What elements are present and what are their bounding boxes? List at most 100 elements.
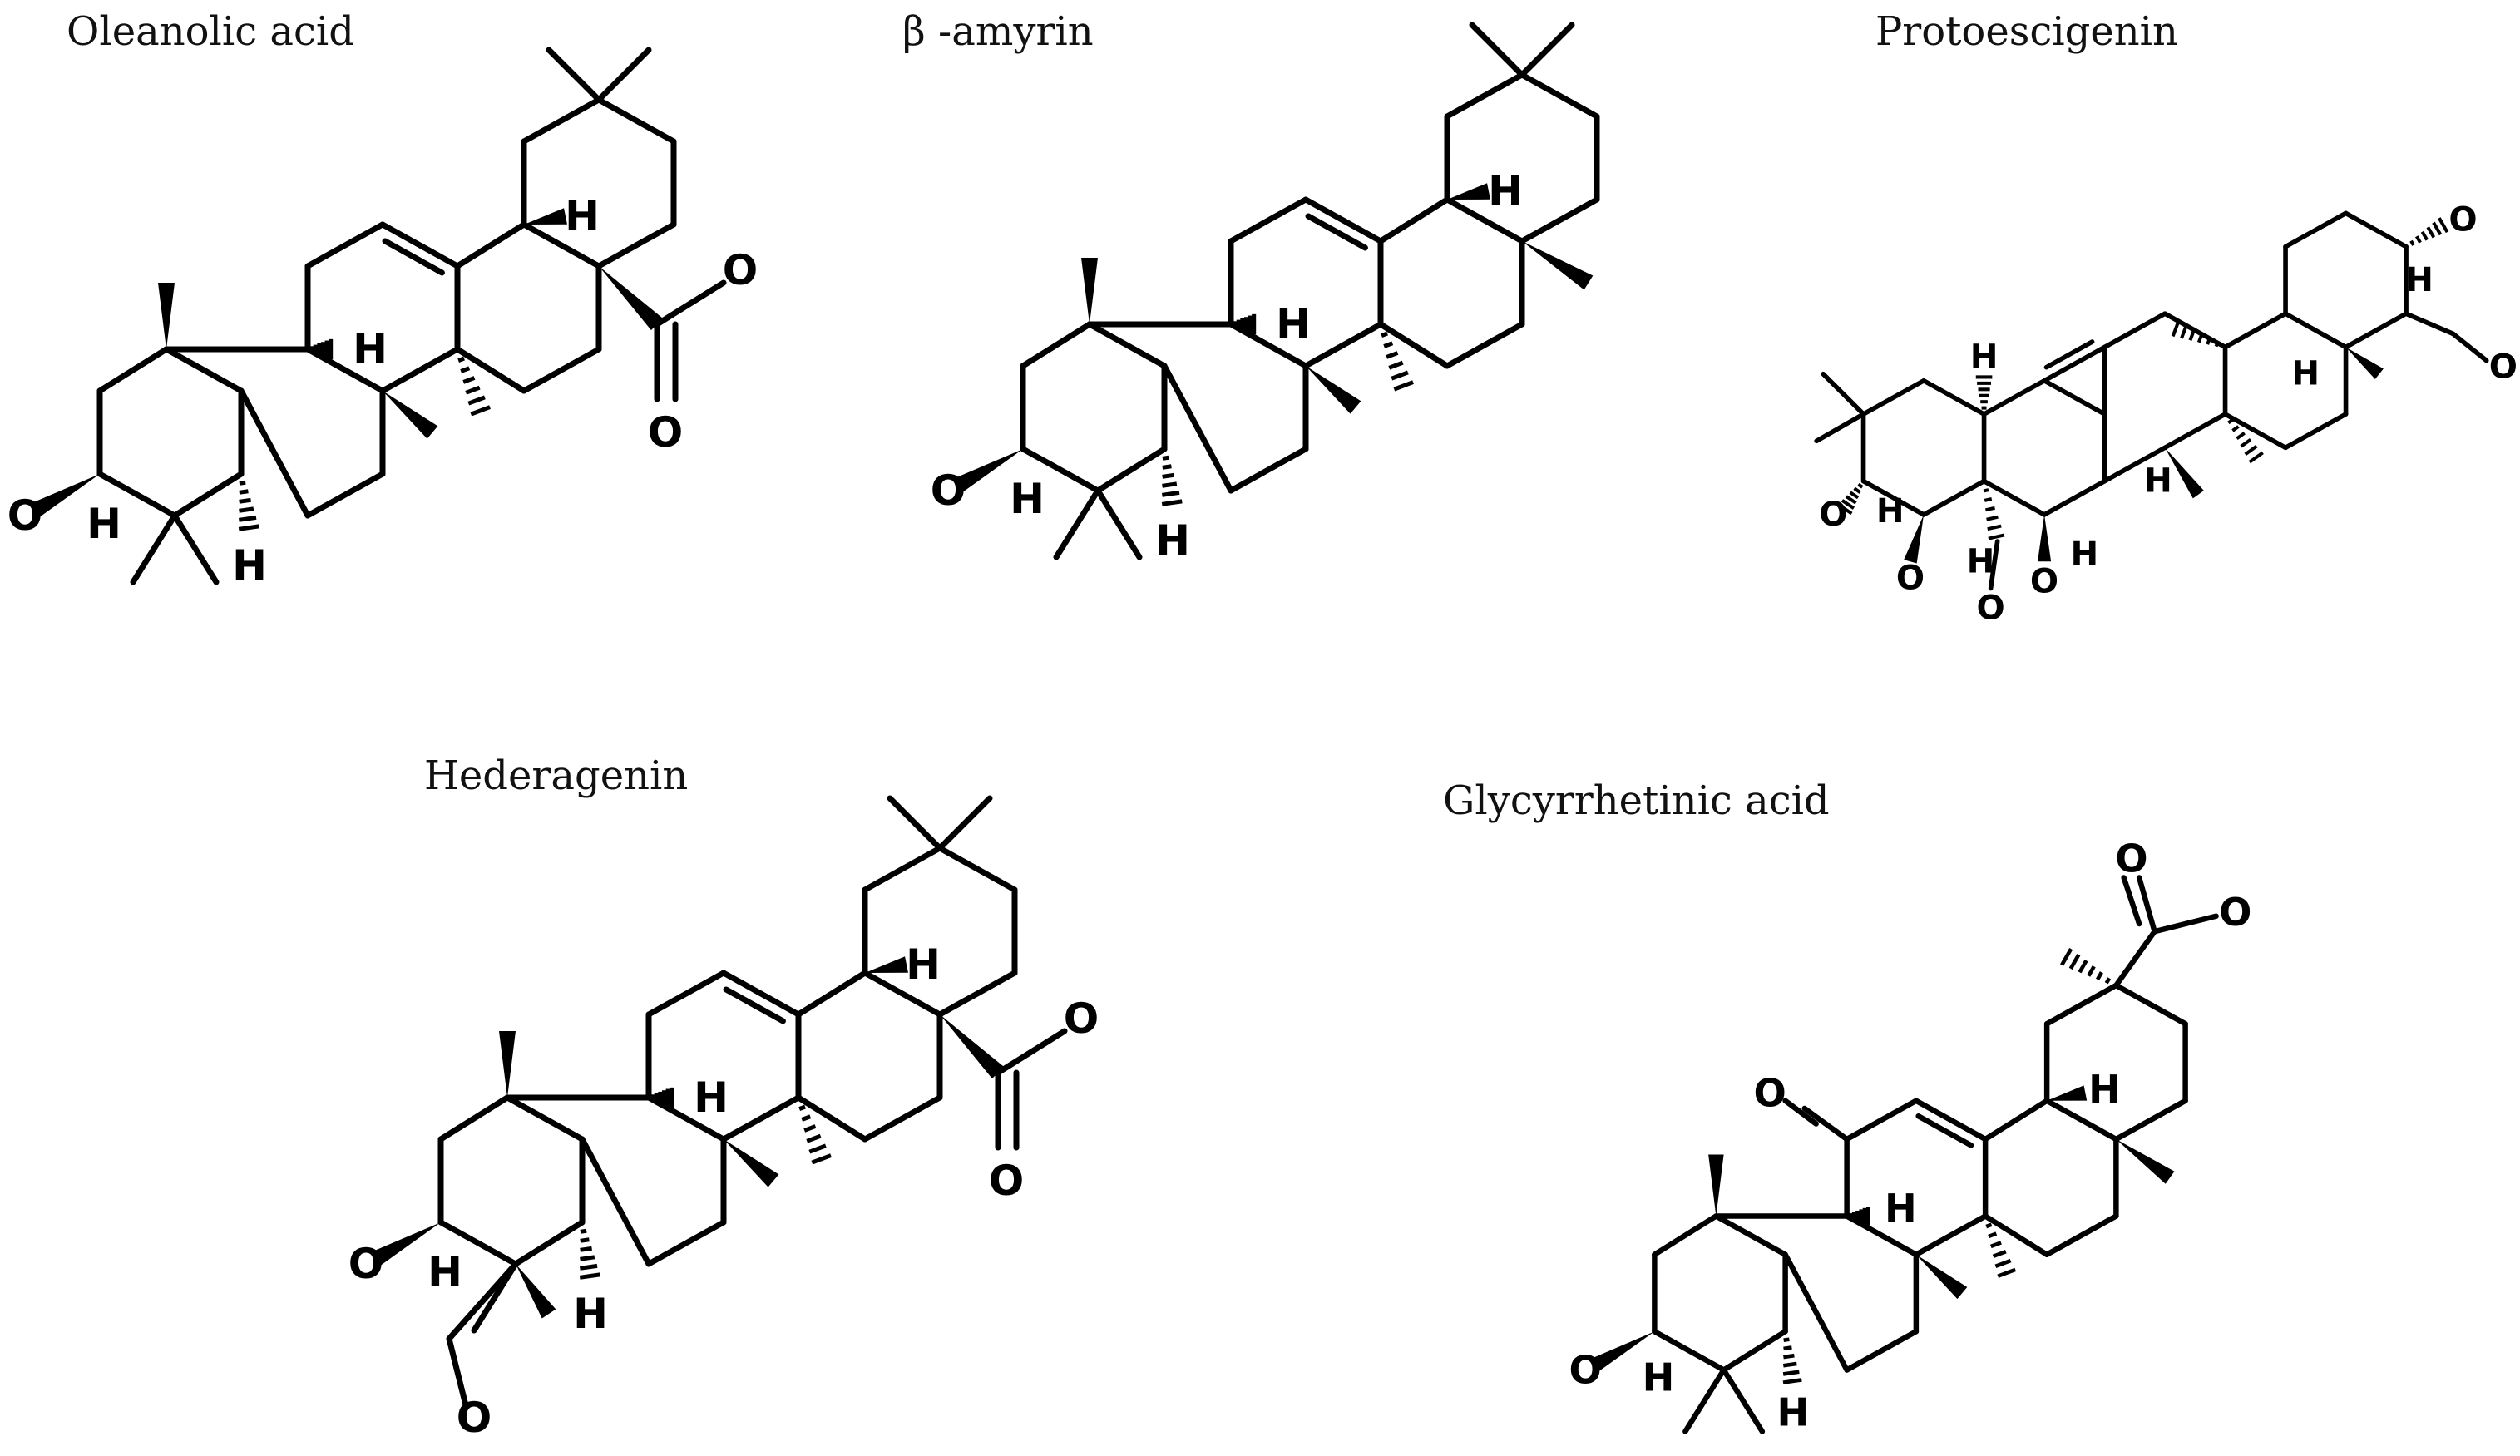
- hydrogen-label: H: [1155, 516, 1190, 565]
- bond: [130, 512, 178, 585]
- hashed-bond: [2409, 217, 2449, 246]
- bond: [1982, 1213, 2050, 1257]
- bond: [1921, 478, 1987, 517]
- oxygen-label: O: [1819, 496, 1847, 534]
- bond: [2222, 311, 2288, 350]
- bond: [2343, 210, 2409, 249]
- wedge-bond: [499, 1031, 516, 1098]
- bond: [171, 512, 220, 585]
- bond: [1721, 1367, 1766, 1434]
- wedge-bond: [940, 1014, 1005, 1079]
- bond: [862, 1094, 943, 1143]
- oxygen-label: O: [1064, 995, 1099, 1043]
- oxygen-label: O: [1976, 590, 2004, 628]
- hashed-bond: [1985, 1222, 2017, 1278]
- bond: [2113, 982, 2188, 1027]
- bond: [437, 1094, 511, 1143]
- bond: [1782, 1251, 1850, 1373]
- hydrogen-label: H: [2405, 261, 2434, 299]
- bond: [546, 47, 602, 103]
- hydrogen-label: H: [2291, 355, 2320, 393]
- bond: [1713, 1213, 1788, 1257]
- hydrogen-label: H: [694, 1073, 729, 1122]
- bond: [645, 1094, 727, 1143]
- bond: [1981, 378, 2047, 417]
- bond: [2450, 331, 2489, 363]
- bond: [1860, 478, 1926, 517]
- bond: [2043, 982, 2119, 1027]
- bond: [795, 1094, 868, 1143]
- bond: [512, 1219, 586, 1267]
- hydrogen-label: H: [2144, 462, 2172, 501]
- bond: [437, 1219, 519, 1267]
- wedge-bond: [383, 391, 438, 439]
- bond: [1860, 378, 1926, 417]
- hashed-bond: [309, 338, 334, 360]
- hashed-bond: [579, 1228, 600, 1280]
- oxygen-label: O: [2115, 836, 2147, 881]
- bond: [2121, 875, 2142, 927]
- bond: [936, 795, 993, 851]
- wedge-bond: [158, 283, 175, 349]
- bond: [2043, 1213, 2119, 1257]
- bond: [2283, 311, 2349, 350]
- bond: [1844, 1213, 1920, 1257]
- bond: [645, 970, 727, 1018]
- oxygen-label: O: [723, 246, 758, 294]
- hashed-bond: [1848, 1207, 1870, 1226]
- bond: [163, 346, 245, 394]
- wedge-bond: [524, 208, 567, 225]
- title-hederagenin: Hederagenin: [424, 753, 689, 799]
- bond: [1519, 196, 1600, 244]
- bond: [1377, 196, 1450, 244]
- wedge-bond: [865, 956, 908, 973]
- hydrogen-label: H: [232, 541, 267, 590]
- bond: [1982, 1098, 2050, 1143]
- wedge-bond: [516, 1264, 556, 1319]
- oxygen-label: O: [348, 1240, 384, 1288]
- wedge-bond: [952, 449, 1023, 494]
- bond: [1020, 446, 1101, 494]
- hashed-bond: [650, 1087, 674, 1108]
- bond: [2152, 913, 2219, 935]
- bond: [171, 471, 245, 519]
- bond: [2113, 929, 2157, 989]
- hashed-bond: [2171, 320, 2220, 348]
- hashed-bond: [1975, 375, 1993, 410]
- bond: [304, 346, 386, 394]
- hashed-bond: [1381, 331, 1414, 392]
- bond: [446, 1335, 469, 1409]
- wedge-bond: [2165, 447, 2204, 499]
- hydrogen-label: H: [86, 500, 121, 548]
- wedge-bond: [1081, 258, 1098, 324]
- bond: [1053, 487, 1101, 560]
- hydrogen-label: H: [1276, 300, 1311, 348]
- bond: [723, 986, 786, 1024]
- bond: [2283, 210, 2349, 249]
- bond: [1444, 321, 1525, 369]
- bond: [379, 346, 461, 394]
- title-glycyrrhetinic-acid: Glycyrrhetinic acid: [1443, 777, 1830, 824]
- hashed-bond: [1983, 488, 2005, 540]
- bond: [2042, 378, 2107, 417]
- bond: [1844, 1098, 1920, 1143]
- oxygen-label: O: [1896, 559, 1925, 597]
- bond: [2042, 344, 2107, 383]
- bond: [1782, 1098, 1819, 1127]
- bond: [1682, 1367, 1727, 1434]
- wedge-bond: [1915, 1254, 1968, 1300]
- wedge-bond: [1306, 366, 1361, 414]
- bond: [521, 221, 602, 269]
- bond: [1519, 22, 1575, 78]
- bond: [1094, 446, 1168, 494]
- hydrogen-label: H: [1876, 492, 1905, 531]
- bond: [504, 1094, 586, 1143]
- wedge-bond: [2038, 514, 2052, 562]
- bond: [1302, 196, 1384, 244]
- wedge-bond: [1708, 1154, 1724, 1217]
- bond: [2404, 311, 2456, 337]
- bond: [1469, 22, 1525, 78]
- wedge-bond: [2116, 1139, 2175, 1184]
